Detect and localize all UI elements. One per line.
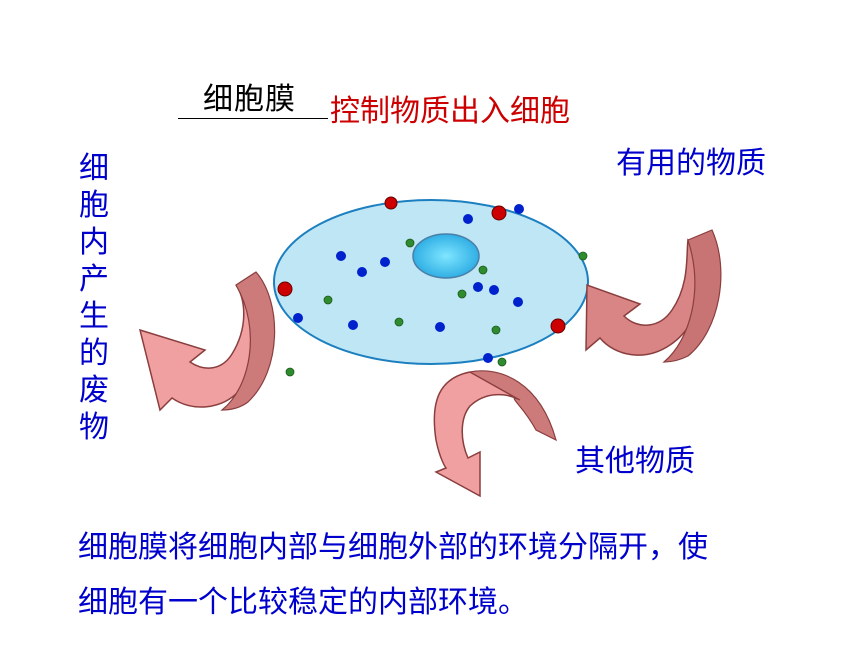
description-line-2: 细胞有一个比较稳定的内部环境。 [78,585,528,620]
cell-nucleus [412,233,480,279]
green-particles [285,238,588,377]
red-particles [277,196,566,334]
curved-arrow-out-icon [138,271,276,412]
blue-particles [293,204,524,363]
cell-membrane [273,199,589,365]
blank-answer: 细胞膜 [203,82,296,117]
description-line-1: 细胞膜将细胞内部与细胞外部的环境分隔开，使 [78,530,708,565]
label-useful-substances: 有用的物质 [616,146,766,181]
label-waste: 细胞内产生的废物 [79,151,109,445]
label-other-substances: 其他物质 [575,444,695,479]
membrane-function: 控制物质出入细胞 [330,94,570,129]
curved-arrow-down-icon [433,370,557,498]
blank-underline [178,118,328,119]
curved-arrow-in-icon [585,229,722,363]
